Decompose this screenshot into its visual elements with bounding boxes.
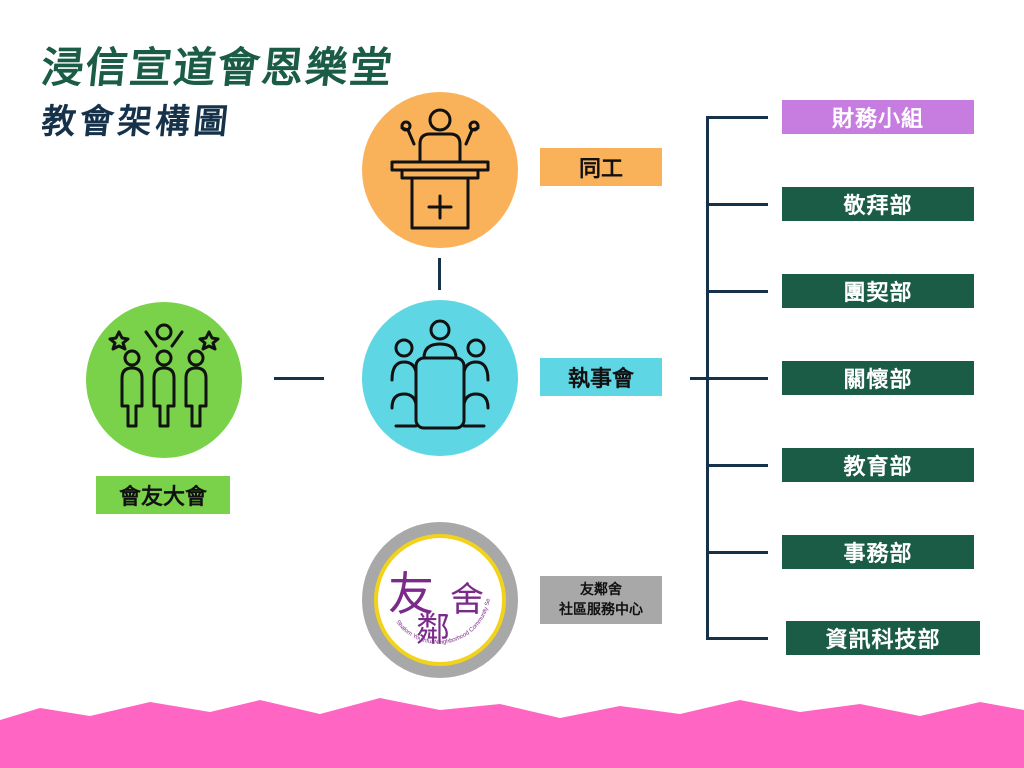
dept-worship-label: 敬拜部 [843, 194, 913, 219]
assembly-label: 會友大會 [96, 476, 230, 514]
dept-education-label: 教育部 [843, 455, 913, 480]
assembly-circle [86, 302, 242, 458]
board-label-text: 執事會 [567, 367, 634, 392]
branch-4 [706, 464, 768, 467]
meeting-table-icon [390, 319, 490, 430]
branch-2 [706, 290, 768, 293]
board-circle [362, 300, 518, 456]
branch-3 [706, 377, 768, 380]
branch-5 [706, 551, 768, 554]
dept-it-label: 資訊科技部 [825, 628, 941, 653]
logo-char-house: 舍 [450, 580, 484, 620]
dept-worship: 敬拜部 [782, 187, 974, 221]
dept-fellowship-label: 團契部 [843, 281, 913, 306]
center-circle: Shalom Youthful Neighborhood Community S… [362, 522, 518, 678]
staff-label-text: 同工 [578, 157, 623, 182]
center-label-line2: 社區服務中心 [559, 602, 643, 618]
board-label: 執事會 [540, 358, 662, 396]
staff-circle [362, 92, 518, 248]
branch-6 [706, 637, 768, 640]
pastor-at-pulpit-icon [390, 108, 490, 230]
cheering-group-icon [108, 323, 220, 428]
dept-finance: 財務小組 [782, 100, 974, 134]
staff-label: 同工 [540, 148, 662, 186]
dept-affairs: 事務部 [782, 535, 974, 569]
logo-char-neighbor: 鄰 [416, 610, 450, 650]
assembly-board-connector [274, 377, 324, 380]
board-departments-connector [690, 377, 708, 380]
page-subtitle: 教會架構圖 [39, 102, 234, 142]
branch-0 [706, 116, 768, 119]
center-label: 友鄰舍 社區服務中心 [540, 576, 662, 624]
assembly-label-text: 會友大會 [118, 485, 207, 510]
dept-finance-label: 財務小組 [831, 107, 924, 132]
dept-care-label: 關懷部 [843, 368, 913, 393]
bottom-pink-brush [0, 698, 1024, 768]
branch-1 [706, 203, 768, 206]
dept-affairs-label: 事務部 [843, 542, 913, 567]
dept-care: 關懷部 [782, 361, 974, 395]
community-center-logo: Shalom Youthful Neighborhood Community S… [362, 522, 492, 646]
center-logo-inner [374, 534, 506, 666]
center-label-line1: 友鄰舍 [580, 582, 622, 598]
staff-board-connector [438, 258, 441, 290]
page-title: 浸信宣道會恩樂堂 [39, 43, 397, 92]
dept-it: 資訊科技部 [786, 621, 980, 655]
dept-education: 教育部 [782, 448, 974, 482]
dept-fellowship: 團契部 [782, 274, 974, 308]
logo-char-friend: 友 [388, 567, 434, 621]
